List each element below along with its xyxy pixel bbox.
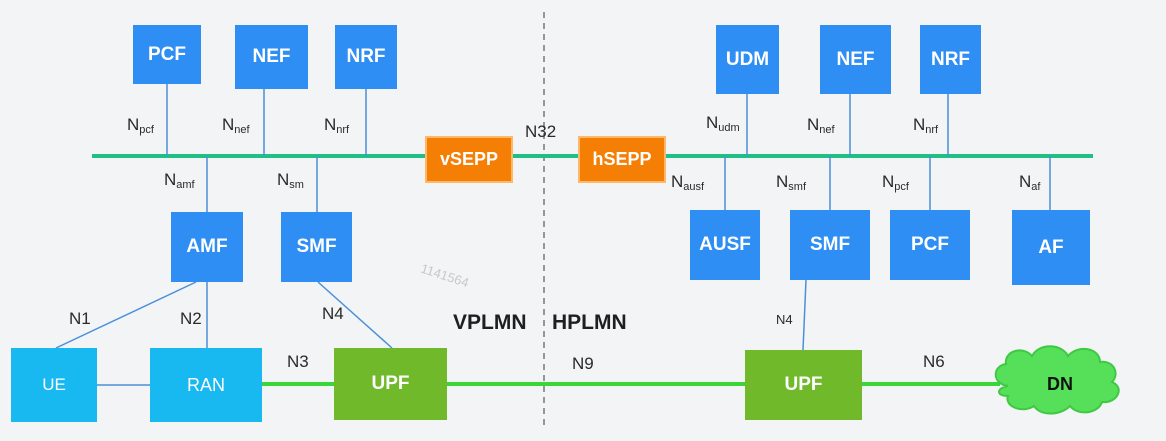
npcf-v-sub: pcf bbox=[139, 124, 154, 136]
dn-label-box: DN bbox=[1030, 366, 1090, 402]
npcf-v-base: N bbox=[127, 115, 140, 134]
ran-node: RAN bbox=[150, 348, 262, 422]
namf-base: N bbox=[164, 170, 177, 189]
nnef-v-sub: nef bbox=[234, 124, 250, 136]
nsmf-sub: smf bbox=[788, 181, 807, 193]
naf-sub: af bbox=[1031, 181, 1041, 193]
af-node: AF bbox=[1012, 210, 1090, 285]
n3-label: N3 bbox=[287, 352, 309, 371]
nnrf-visited-label: Nnrf bbox=[324, 115, 349, 136]
naf-label: Naf bbox=[1019, 172, 1040, 193]
n9-label: N9 bbox=[572, 354, 594, 373]
nnrf-v-base: N bbox=[324, 115, 337, 134]
naf-base: N bbox=[1019, 172, 1032, 191]
nnef-visited-label: Nnef bbox=[222, 115, 250, 136]
smf-home-label: SMF bbox=[809, 234, 851, 255]
n2-label: N2 bbox=[180, 309, 202, 328]
nnef-home-label: Nnef bbox=[807, 115, 835, 136]
n4-v-link bbox=[317, 281, 393, 349]
nsm-sub: sm bbox=[289, 179, 304, 191]
n4-h-link bbox=[802, 279, 807, 351]
nausf-label: Nausf bbox=[671, 172, 704, 193]
vsepp-label: vSEPP bbox=[439, 149, 499, 169]
smf-home-node: SMF bbox=[790, 210, 870, 280]
npcf-home-label: Npcf bbox=[882, 172, 909, 193]
smf-visited-node: SMF bbox=[281, 212, 352, 282]
dn-cloud bbox=[994, 345, 1120, 415]
pcf-home-label: PCF bbox=[911, 234, 949, 255]
n6-label: N6 bbox=[923, 352, 945, 371]
nnrf-home-label: Nnrf bbox=[913, 115, 938, 136]
nnrf-h-sub: nrf bbox=[925, 124, 939, 136]
nrf-home-label: NRF bbox=[930, 48, 971, 70]
nsm-base: N bbox=[277, 170, 290, 189]
ausf-label: AUSF bbox=[699, 234, 751, 255]
amf-node: AMF bbox=[171, 212, 243, 282]
n32-label: N32 bbox=[525, 122, 557, 141]
nsm-label: Nsm bbox=[277, 170, 304, 191]
pcf-visited-label: PCF bbox=[148, 43, 186, 65]
nnef-v-base: N bbox=[222, 115, 235, 134]
n1-link bbox=[55, 281, 197, 349]
upf-home-label: UPF bbox=[784, 374, 823, 395]
vplmn-label: VPLMN bbox=[453, 311, 527, 334]
npcf-h-base: N bbox=[882, 172, 895, 191]
namf-label: Namf bbox=[164, 170, 195, 191]
upf-home-node: UPF bbox=[745, 350, 862, 420]
nnrf-v-sub: nrf bbox=[336, 124, 350, 136]
hplmn-label: HPLMN bbox=[552, 311, 627, 334]
nnef-h-base: N bbox=[807, 115, 820, 134]
nef-visited-node: NEF bbox=[235, 25, 308, 89]
nef-visited-label: NEF bbox=[252, 46, 291, 67]
udm-label: UDM bbox=[725, 48, 770, 70]
amf-label: AMF bbox=[186, 236, 228, 257]
upf-visited-label: UPF bbox=[371, 373, 410, 394]
pcf-visited-node: PCF bbox=[133, 25, 201, 84]
nudm-sub: udm bbox=[718, 122, 740, 134]
ue-label: UE bbox=[42, 375, 66, 394]
hsepp-label: hSEPP bbox=[592, 149, 652, 169]
pcf-home-node: PCF bbox=[890, 210, 970, 280]
nsmf-label: Nsmf bbox=[776, 172, 806, 193]
nnrf-h-base: N bbox=[913, 115, 926, 134]
af-label: AF bbox=[1038, 236, 1064, 258]
nrf-visited-node: NRF bbox=[335, 25, 397, 89]
smf-visited-label: SMF bbox=[296, 236, 337, 257]
nudm-label: Nudm bbox=[706, 113, 740, 134]
nudm-base: N bbox=[706, 113, 719, 132]
nrf-visited-label: NRF bbox=[346, 46, 386, 67]
nnef-h-sub: nef bbox=[819, 124, 835, 136]
ausf-node: AUSF bbox=[690, 210, 760, 280]
upf-visited-node: UPF bbox=[334, 348, 447, 420]
vsepp-node: vSEPP bbox=[425, 136, 513, 183]
n1-label: N1 bbox=[69, 309, 91, 328]
npcf-visited-label: Npcf bbox=[127, 115, 154, 136]
hsepp-node: hSEPP bbox=[578, 136, 666, 183]
nef-home-label: NEF bbox=[836, 48, 875, 70]
nrf-home-node: NRF bbox=[920, 25, 981, 94]
n4-home-label: N4 bbox=[776, 312, 793, 327]
npcf-h-sub: pcf bbox=[894, 181, 909, 193]
ran-label: RAN bbox=[186, 374, 225, 395]
nausf-base: N bbox=[671, 172, 684, 191]
nef-home-node: NEF bbox=[820, 25, 891, 94]
namf-sub: amf bbox=[176, 179, 195, 191]
dn-label: DN bbox=[1047, 373, 1073, 394]
nausf-sub: ausf bbox=[683, 181, 705, 193]
n4-visited-label: N4 bbox=[322, 304, 344, 323]
udm-node: UDM bbox=[716, 25, 779, 94]
nsmf-base: N bbox=[776, 172, 789, 191]
ue-node: UE bbox=[11, 348, 97, 422]
